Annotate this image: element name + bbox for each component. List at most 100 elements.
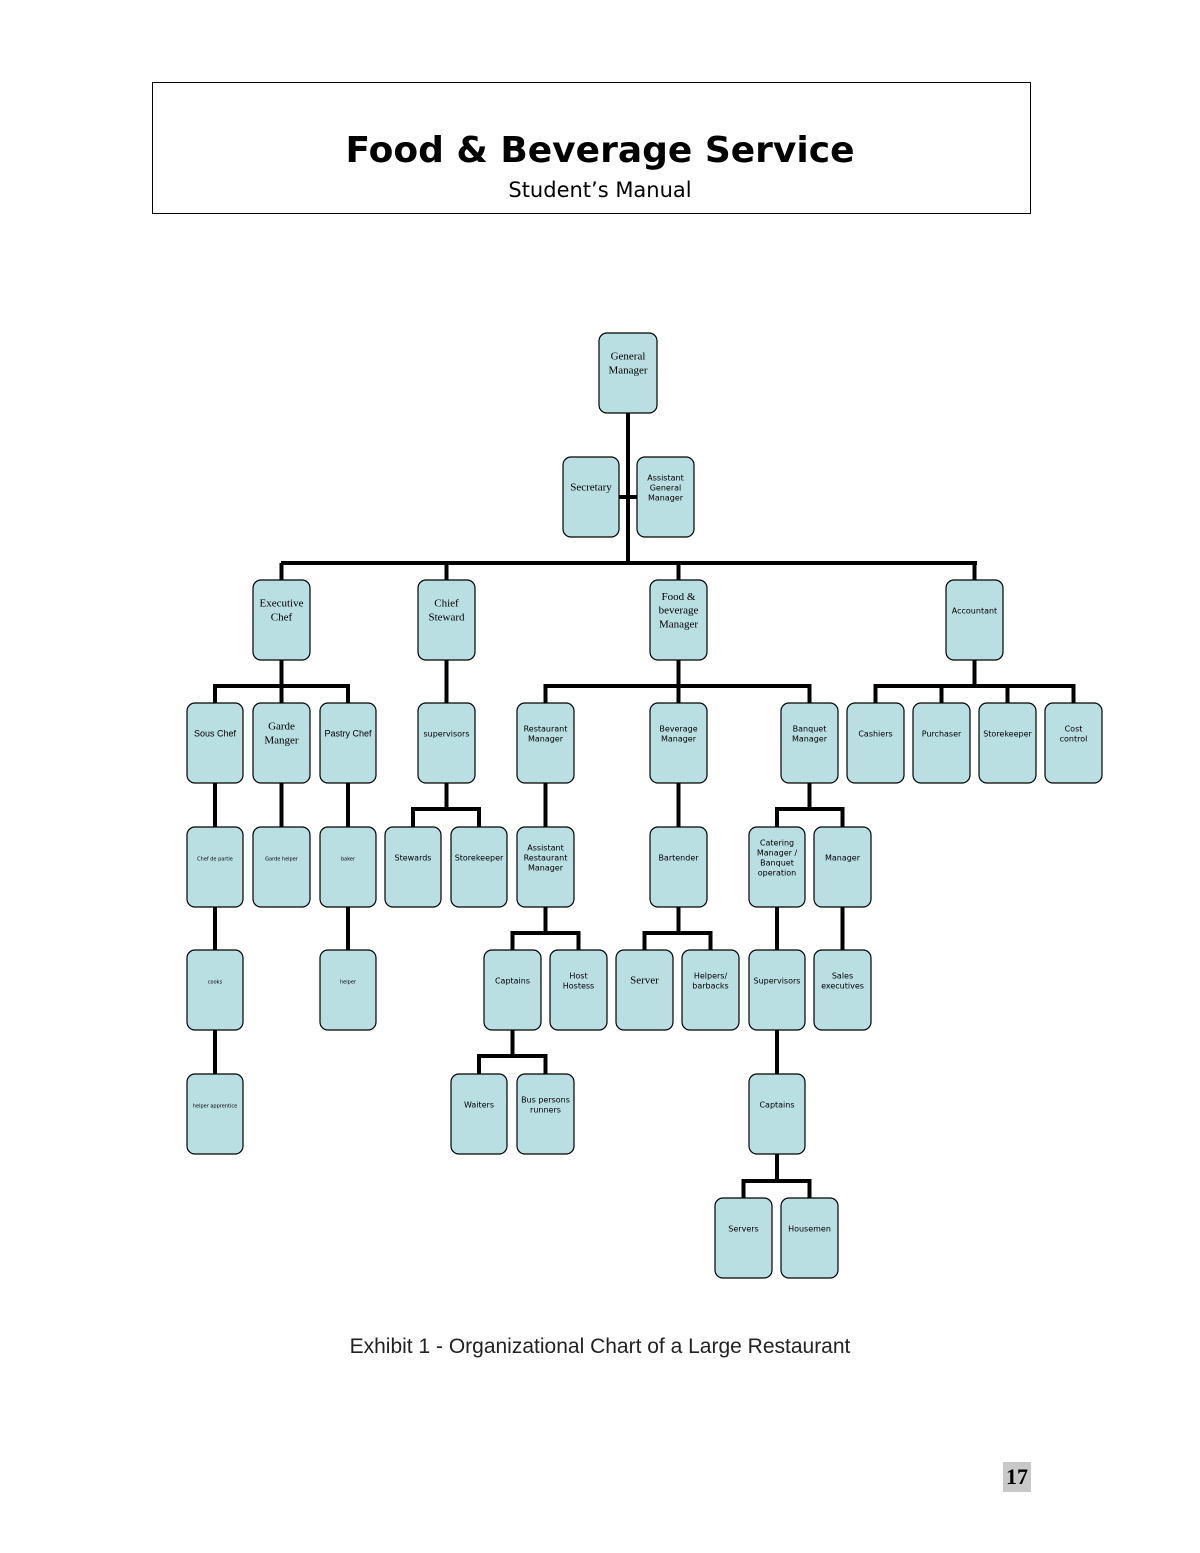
org-node-baker: baker [319, 826, 377, 908]
org-node-captains-rest: Captains [483, 949, 542, 1031]
org-node-label: Chef de partie [197, 857, 233, 863]
org-node-helper: helper [319, 949, 377, 1031]
org-node-box [748, 949, 806, 1031]
org-node-box [748, 1073, 806, 1155]
org-node-box [681, 949, 740, 1031]
org-node-accountant: Accountant [945, 579, 1004, 661]
org-node-box [319, 702, 377, 784]
org-node-box [649, 826, 708, 908]
org-node-box [649, 579, 708, 661]
org-node-label: Helpers/barbacks [692, 972, 728, 991]
org-node-box [384, 826, 442, 908]
page-subtitle: Student’s Manual [508, 178, 692, 202]
org-node-label: helper [340, 980, 357, 986]
org-node-cooks: cooks [186, 949, 244, 1031]
org-node-housemen: Housemen [780, 1197, 839, 1279]
org-node-box [846, 702, 905, 784]
org-node-label: Purchaser [922, 730, 962, 739]
org-node-box [186, 1073, 244, 1155]
org-node-label: Cashiers [858, 730, 892, 739]
org-node-box [186, 702, 244, 784]
org-node-box [186, 949, 244, 1031]
org-node-label: Bartender [658, 854, 699, 863]
org-node-box [252, 579, 311, 661]
org-node-purchaser: Purchaser [912, 702, 971, 784]
org-node-label: Accountant [952, 607, 997, 616]
org-node-helper-apprentice: helper apprentice [186, 1073, 244, 1155]
org-node-server-bar: Server [615, 949, 674, 1031]
org-node-label: Servers [728, 1225, 758, 1234]
org-node-label: Stewards [395, 854, 432, 863]
org-node-label: Supervisors [754, 977, 801, 986]
org-node-label: Garde helper [265, 857, 299, 863]
org-node-box [516, 702, 575, 784]
org-node-label: baker [341, 857, 356, 863]
page-number: 17 [1003, 1462, 1031, 1492]
org-node-cashiers: Cashiers [846, 702, 905, 784]
org-node-box [636, 456, 695, 538]
org-node-waiters: Waiters [450, 1073, 508, 1155]
org-node-label: cooks [208, 980, 223, 986]
org-node-box [417, 702, 476, 784]
org-node-box [1044, 702, 1103, 784]
org-node-label: Waiters [464, 1101, 494, 1110]
org-node-box [649, 702, 708, 784]
org-node-stewards: Stewards [384, 826, 442, 908]
org-node-pastry-chef: Pastry Chef [319, 702, 377, 784]
org-node-box [417, 579, 476, 661]
org-node-box [813, 826, 872, 908]
org-node-box [945, 579, 1004, 661]
org-node-label: Storekeeper [983, 730, 1032, 739]
org-node-label: Captains [495, 977, 530, 986]
org-node-box [450, 826, 508, 908]
org-node-bartender: Bartender [649, 826, 708, 908]
org-node-supervisors: supervisors [417, 702, 476, 784]
org-node-box [516, 1073, 575, 1155]
org-node-box [780, 1197, 839, 1279]
figure-caption: Exhibit 1 - Organizational Chart of a La… [349, 1335, 851, 1358]
org-node-box [319, 826, 377, 908]
org-node-box [615, 949, 674, 1031]
org-node-box [813, 949, 872, 1031]
org-node-label: Captains [759, 1101, 794, 1110]
org-node-servers: Servers [714, 1197, 773, 1279]
page-title: Food & Beverage Service [345, 130, 855, 171]
org-node-box [549, 949, 608, 1031]
org-node-sous-chef: Sous Chef [186, 702, 244, 784]
org-node-captains-banq: Captains [748, 1073, 806, 1155]
org-node-box [450, 1073, 508, 1155]
org-node-box [483, 949, 542, 1031]
org-node-box [319, 949, 377, 1031]
org-node-storekeeper-stew: Storekeeper [450, 826, 508, 908]
org-node-label: Server [630, 975, 659, 987]
org-node-storekeeper-acc: Storekeeper [978, 702, 1037, 784]
org-node-label: supervisors [423, 730, 469, 739]
